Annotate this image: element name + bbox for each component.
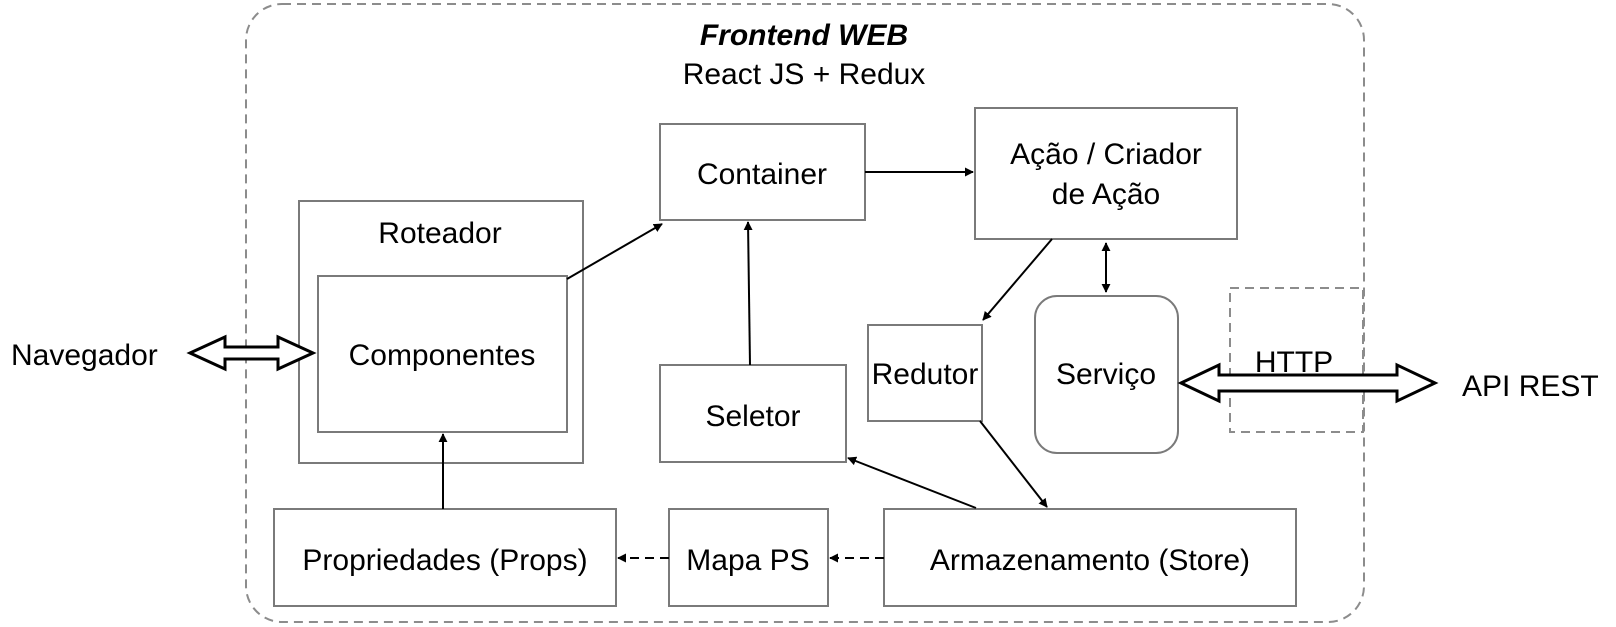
seletor-box [659, 364, 847, 463]
container-label: Container [697, 158, 827, 191]
arrow-acao-to-redutor [982, 238, 1053, 321]
propriedades-box [273, 508, 617, 607]
api-rest-label: API REST [1462, 370, 1599, 403]
http-frame [1229, 287, 1364, 433]
acao-label-line1: Ação / Criador [1010, 138, 1202, 171]
redutor-box [867, 324, 983, 422]
propriedades-label: Propriedades (Props) [302, 544, 587, 577]
seletor-label: Seletor [705, 400, 800, 433]
arrow-seletor-to-container [743, 221, 753, 366]
servico-label: Serviço [1056, 358, 1156, 391]
arrow-componentes-to-container [566, 223, 663, 280]
componentes-label: Componentes [349, 339, 536, 372]
armazenamento-label: Armazenamento (Store) [930, 544, 1250, 577]
api-double-arrow [1177, 362, 1439, 404]
servico-box [1034, 295, 1179, 454]
roteador-label: Roteador [378, 217, 501, 250]
frontend-frame [245, 3, 1365, 623]
navegador-label: Navegador [11, 339, 158, 372]
redutor-label: Redutor [872, 358, 979, 391]
arrow-redutor-to-armazenamento [979, 420, 1048, 508]
navegador-double-arrow [186, 334, 317, 372]
http-label: HTTP [1255, 346, 1333, 379]
container-box [659, 123, 866, 221]
componentes-box [317, 275, 568, 433]
frame-title: Frontend WEB [700, 19, 908, 52]
arrow-armazenamento-to-seletor [847, 456, 977, 509]
acao-label-line2: de Ação [1052, 178, 1160, 211]
acao-box [974, 107, 1238, 240]
frame-subtitle: React JS + Redux [683, 58, 926, 91]
mapa-ps-label: Mapa PS [686, 544, 809, 577]
